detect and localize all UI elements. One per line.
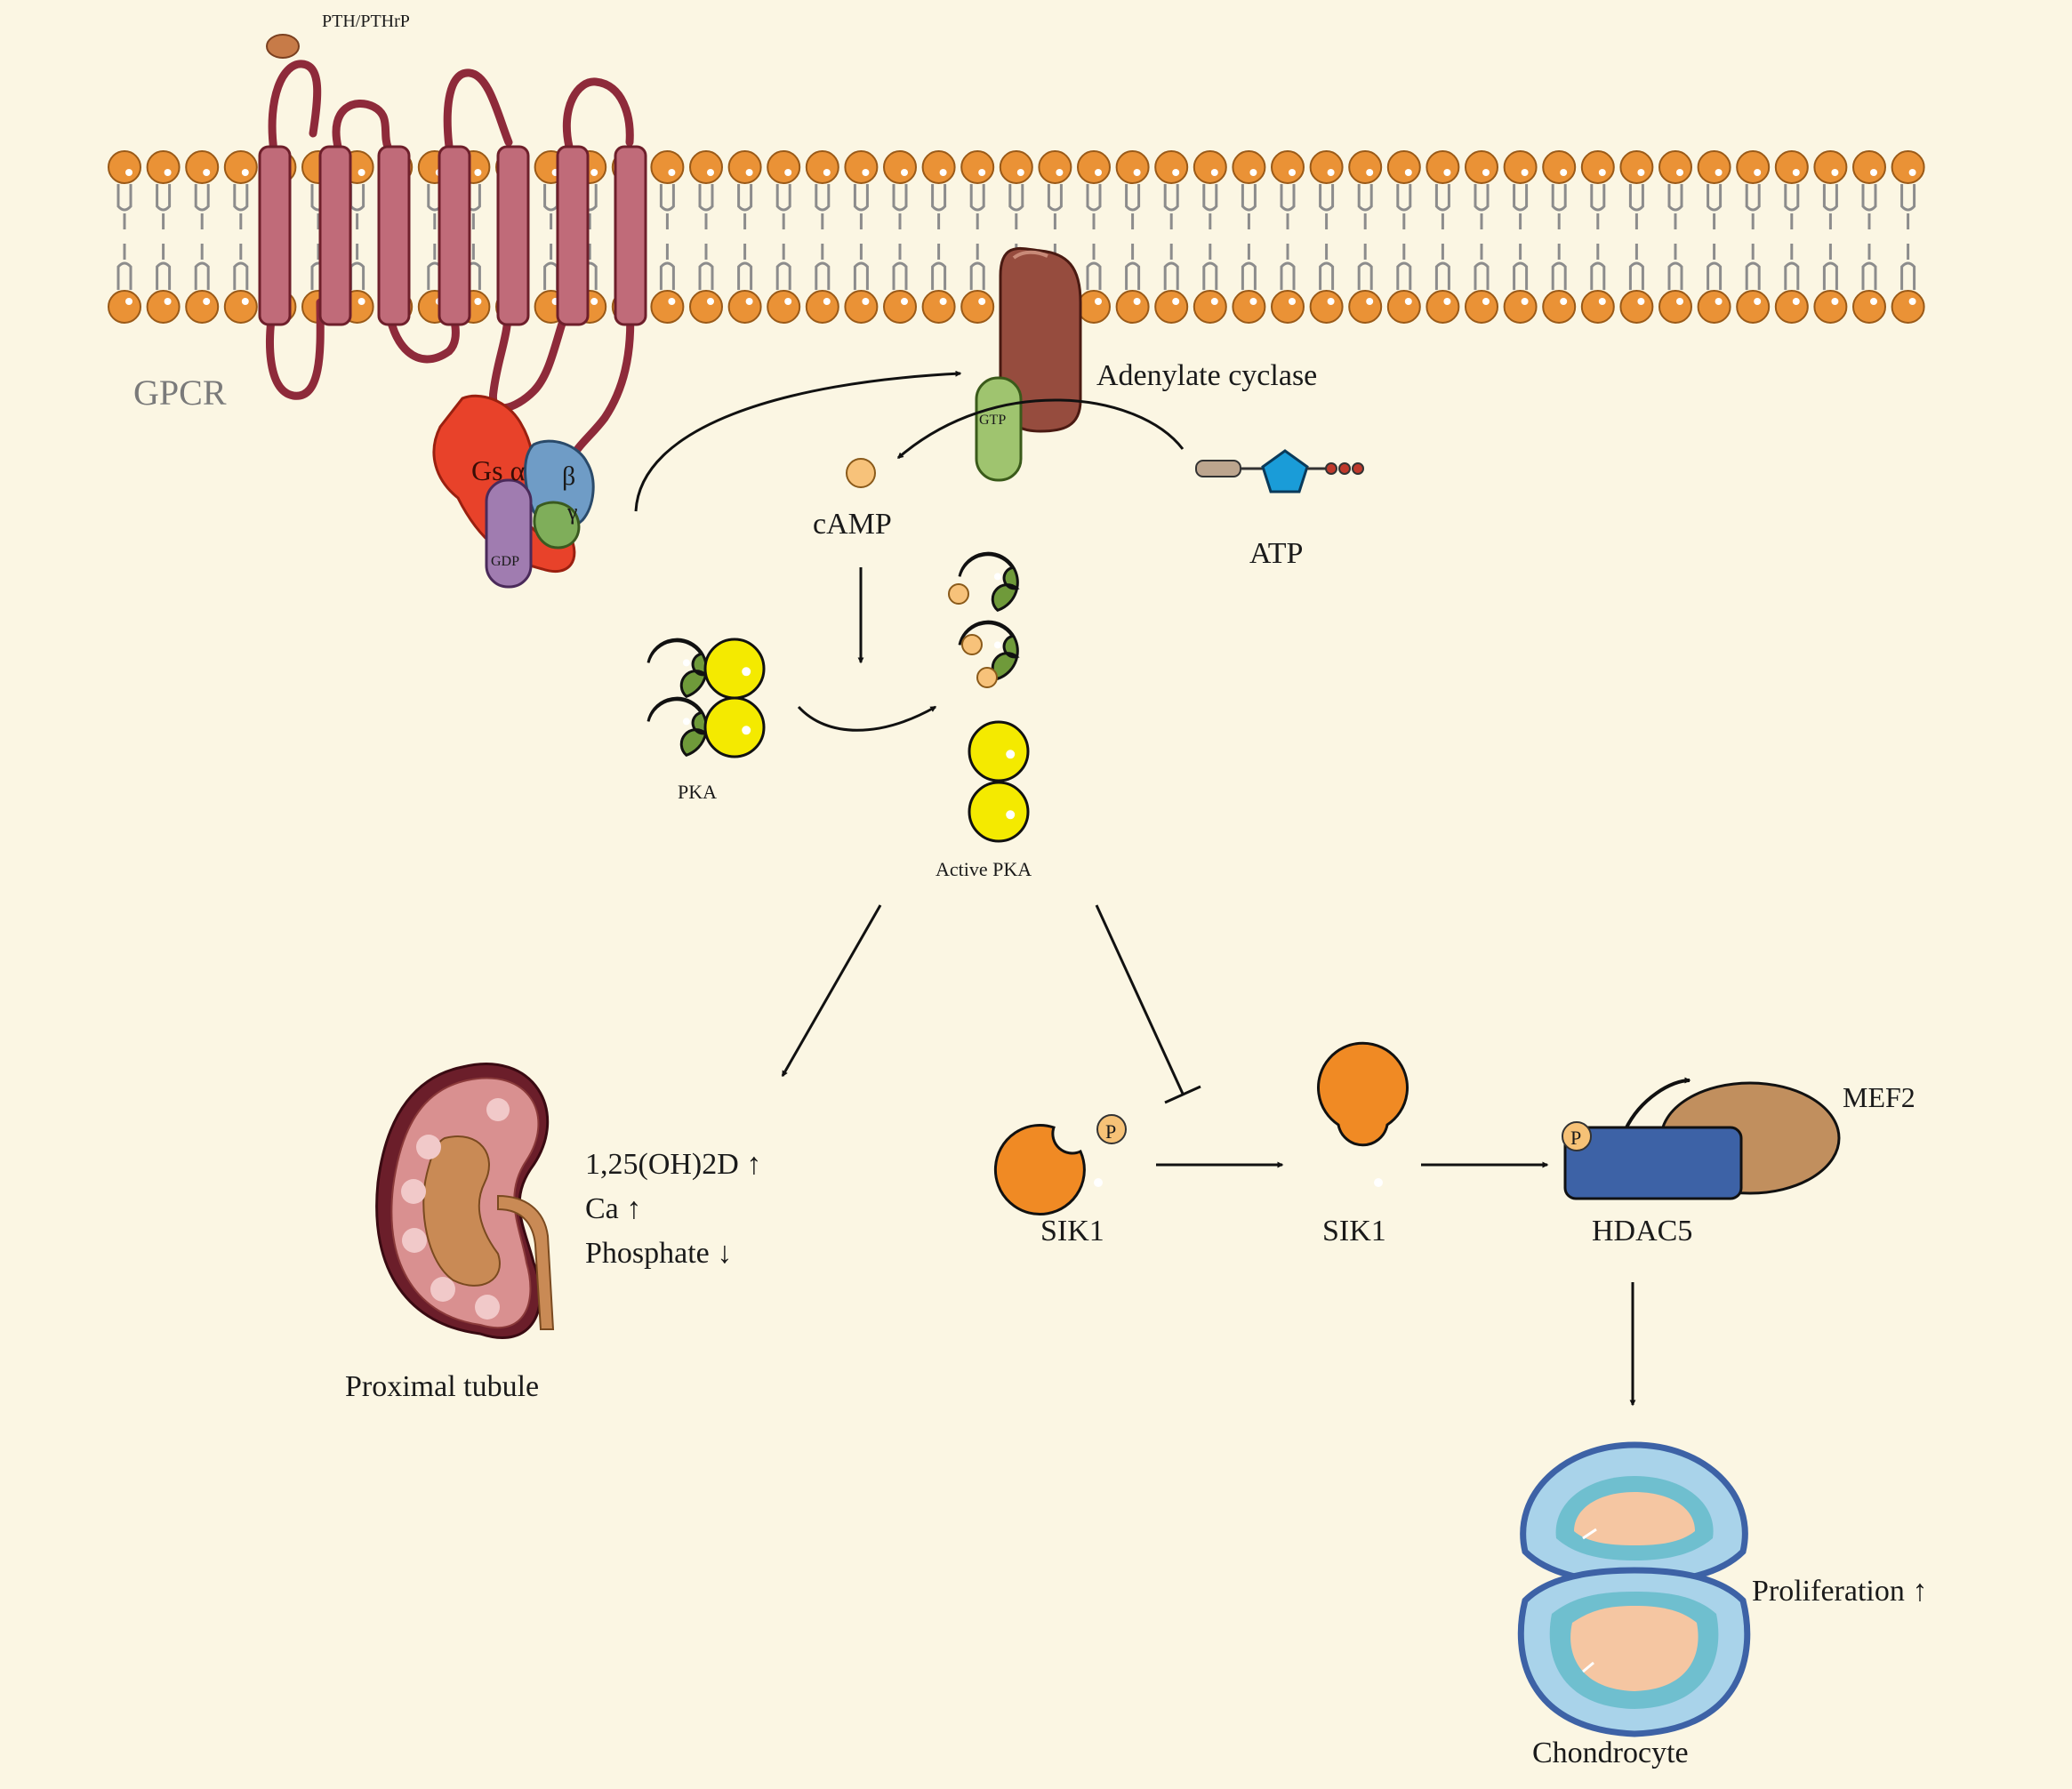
g-protein-complex	[432, 394, 595, 589]
kidney-illustration	[375, 1063, 555, 1339]
pka-regulatory-subunit	[958, 620, 1020, 681]
lipid-molecule	[1580, 150, 1615, 324]
hdac5-phospho-p: P	[1570, 1127, 1581, 1149]
lipid-molecule	[1619, 150, 1654, 324]
pka-catalytic-subunit	[703, 696, 766, 758]
sik1-phospho-label: SIK1	[1040, 1215, 1104, 1247]
lipid-molecule	[1813, 150, 1848, 324]
proliferation-label: Proliferation ↑	[1752, 1575, 1927, 1608]
lipid-molecule	[689, 150, 723, 324]
lipid-molecule	[883, 150, 917, 324]
atp-molecule	[1195, 449, 1364, 493]
lipid-molecule	[185, 150, 220, 324]
lipid-molecule	[805, 150, 839, 324]
ligand-blob	[266, 34, 300, 59]
bound-camp	[948, 583, 969, 605]
pka-catalytic-subunit	[968, 720, 1030, 782]
pka-catalytic-subunit	[703, 638, 766, 700]
sik1-label: SIK1	[1322, 1215, 1386, 1247]
adenylate-cyclase	[975, 246, 1082, 482]
gamma-subunit	[533, 501, 581, 550]
lipid-molecule	[1193, 150, 1227, 324]
lipid-molecule	[1232, 150, 1266, 324]
gprotein-to-ac-arrow	[634, 370, 962, 512]
lipid-molecule	[1736, 150, 1771, 324]
lipid-molecule	[1271, 150, 1305, 324]
pka-regulatory-subunit	[958, 551, 1020, 613]
lipid-molecule	[1774, 150, 1809, 324]
pka-to-kidney-arrow	[781, 904, 882, 1078]
hdac5-label: HDAC5	[1592, 1215, 1692, 1247]
beta-label: β	[562, 461, 575, 491]
lipid-molecule	[1891, 150, 1925, 324]
effect-phosphate: Phosphate ↓	[585, 1237, 732, 1270]
transcription-arrow	[1624, 1077, 1691, 1130]
lipid-molecule	[921, 150, 956, 324]
atp-to-camp-arrow	[896, 398, 1185, 460]
atp-label: ATP	[1249, 537, 1303, 570]
gamma-label: γ	[566, 499, 578, 525]
pka-activation-arrow	[797, 705, 937, 732]
pka-catalytic-subunit	[968, 781, 1030, 843]
lipid-molecule	[727, 150, 762, 324]
gpcr-label: GPCR	[133, 373, 227, 413]
lipid-molecule	[1658, 150, 1692, 324]
lipid-molecule	[767, 150, 801, 324]
pka-regulatory-subunit	[646, 638, 709, 699]
hdac5-phospho-circle	[1562, 1121, 1592, 1151]
mef2-label: MEF2	[1843, 1081, 1915, 1113]
lipid-molecule	[1503, 150, 1538, 324]
lipid-molecule	[1465, 150, 1498, 324]
lipid-molecule	[1154, 150, 1189, 324]
bound-camp	[961, 634, 983, 655]
sik1-phosphorylated	[993, 1114, 1127, 1215]
ligand-label: PTH/PTHrP	[322, 12, 410, 31]
lipid-molecule	[1852, 150, 1886, 324]
lipid-molecule	[960, 150, 995, 324]
lipid-molecule	[1115, 150, 1150, 324]
pka-inactive	[646, 638, 766, 758]
lipid-molecule	[1697, 150, 1731, 324]
lipid-molecule	[1542, 150, 1577, 324]
lipid-molecule	[1309, 150, 1344, 324]
gtp-label: GTP	[979, 413, 1006, 428]
lipid-molecule	[146, 150, 181, 324]
bound-camp	[976, 667, 998, 688]
chondrocyte-illustration	[1517, 1441, 1751, 1737]
effect-vitd: 1,25(OH)2D ↑	[585, 1148, 761, 1181]
gdp-subunit	[485, 478, 533, 589]
pka-regulatory-subunit	[646, 696, 709, 758]
lipid-molecule	[650, 150, 685, 324]
camp-molecule	[846, 458, 876, 488]
lipid-molecule	[108, 150, 141, 324]
effect-calcium: Ca ↑	[585, 1192, 641, 1225]
adenylate-cyclase-label: Adenylate cyclase	[1096, 359, 1317, 392]
pka-label: PKA	[678, 781, 717, 803]
pka-inhibits-sik1	[1095, 904, 1201, 1104]
chondrocyte-label: Chondrocyte	[1532, 1737, 1689, 1769]
lipid-molecule	[844, 150, 879, 324]
gdp-label: GDP	[491, 554, 519, 569]
gs-alpha-label: Gs α	[471, 454, 526, 486]
sik1	[1317, 1041, 1409, 1187]
hdac5-shape	[1563, 1126, 1743, 1200]
camp-label: cAMP	[813, 508, 892, 541]
lipid-molecule	[1386, 150, 1421, 324]
kidney-label: Proximal tubule	[345, 1370, 539, 1403]
lipid-molecule	[1426, 150, 1460, 324]
pka-active	[948, 551, 1030, 843]
gtp-subunit	[975, 376, 1023, 482]
active-pka-label: Active PKA	[936, 858, 1032, 880]
lipid-molecule	[1348, 150, 1383, 324]
lipid-molecule	[223, 150, 258, 324]
gpcr-helices	[258, 145, 647, 326]
sik1-phospho-p: P	[1105, 1120, 1116, 1143]
